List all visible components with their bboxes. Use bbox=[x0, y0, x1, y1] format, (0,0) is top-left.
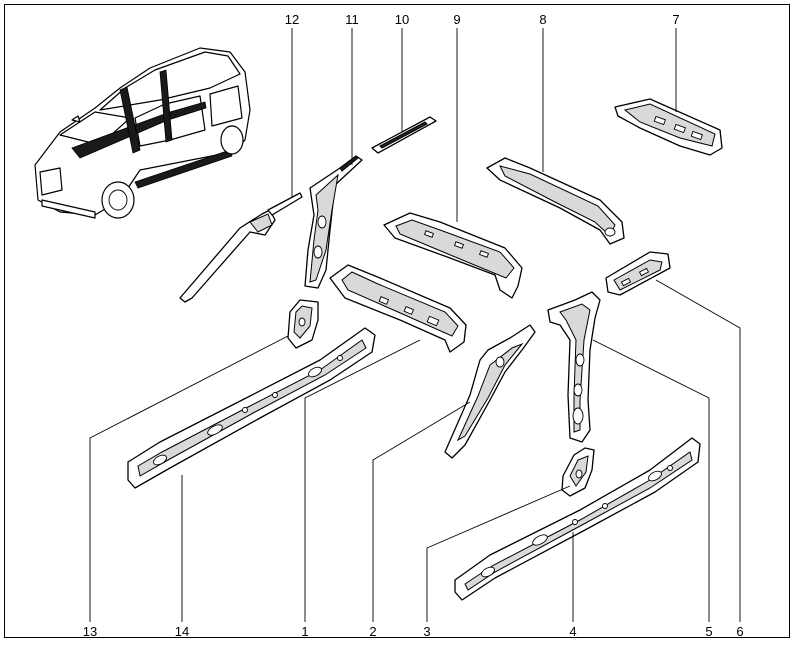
part-13-bracket bbox=[287, 299, 319, 349]
callout-5: 5 bbox=[705, 624, 712, 639]
part-3-bracket bbox=[561, 447, 595, 497]
part-7-rear-roof-crossmember bbox=[614, 98, 723, 156]
callout-12: 12 bbox=[285, 12, 299, 27]
callout-7: 7 bbox=[672, 12, 679, 27]
callout-4: 4 bbox=[569, 624, 576, 639]
car-thumbnail bbox=[34, 47, 251, 219]
callout-8: 8 bbox=[539, 12, 546, 27]
callout-11: 11 bbox=[345, 12, 359, 27]
part-12-windshield-pillar bbox=[179, 192, 303, 303]
leader-3 bbox=[426, 485, 571, 622]
leader-6 bbox=[655, 279, 741, 622]
callout-13: 13 bbox=[83, 624, 97, 639]
callout-10: 10 bbox=[395, 12, 409, 27]
callout-labels: 12 11 10 9 8 7 13 14 1 2 3 4 5 6 bbox=[83, 12, 744, 639]
part-5-b-pillar bbox=[547, 291, 601, 443]
part-8-roof-bow bbox=[486, 157, 625, 245]
leader-1 bbox=[304, 339, 421, 622]
part-4-right-sill bbox=[454, 437, 701, 601]
leader-5 bbox=[592, 339, 710, 622]
callout-3: 3 bbox=[423, 624, 430, 639]
leader-lines bbox=[89, 28, 741, 622]
leader-13 bbox=[89, 335, 289, 622]
leader-2 bbox=[372, 401, 471, 622]
callout-9: 9 bbox=[453, 12, 460, 27]
callout-1: 1 bbox=[301, 624, 308, 639]
part-1-windscreen-crossmember bbox=[329, 264, 467, 353]
callout-6: 6 bbox=[736, 624, 743, 639]
part-6-side-reinforcement bbox=[605, 251, 671, 296]
part-9-front-roof-crossmember bbox=[383, 212, 523, 299]
callout-14: 14 bbox=[175, 624, 189, 639]
part-10-roof-rail-strip bbox=[371, 116, 437, 154]
callout-2: 2 bbox=[369, 624, 376, 639]
diagram-frame bbox=[4, 4, 790, 638]
part-2-a-pillar-lower bbox=[444, 324, 536, 459]
part-14-left-sill bbox=[127, 327, 376, 489]
part-11-a-pillar bbox=[304, 155, 363, 289]
